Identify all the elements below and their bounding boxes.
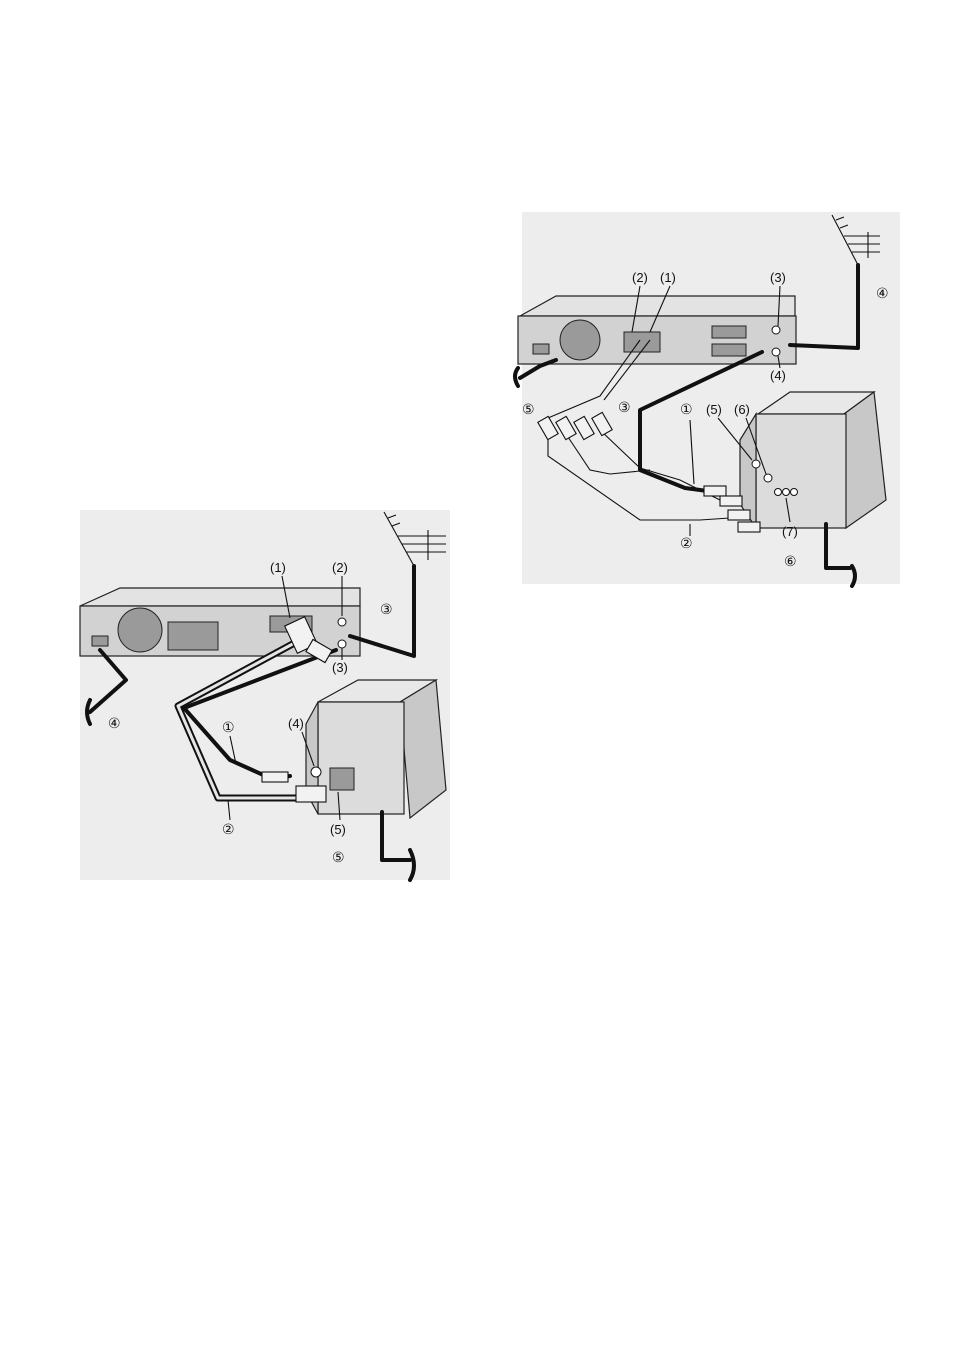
label-jack-5: (5) (706, 402, 722, 417)
label-cable-4: ④ (876, 286, 889, 302)
label-jack-4: (4) (288, 716, 304, 731)
label-cable-2: ② (222, 822, 235, 838)
label-jack-7: (7) (782, 524, 798, 539)
diagram-scart-connection: (1) (2) (3) (4) (5) ③ ④ ① ② ⑤ (80, 510, 450, 880)
label-jack-6: (6) (734, 402, 750, 417)
label-cable-3: ③ (618, 400, 631, 416)
label-jack-1: (1) (660, 270, 676, 285)
television (740, 392, 886, 528)
label-jack-4: (4) (770, 368, 786, 383)
label-cable-4: ④ (108, 716, 121, 732)
diagram-component-connection: (2) (1) (3) (4) (5) (6) (7) ④ ⑤ ③ ① ② ⑥ (515, 212, 900, 586)
label-cable-5: ⑤ (522, 402, 535, 418)
label-jack-1: (1) (270, 560, 286, 575)
television (306, 680, 446, 818)
label-jack-2: (2) (332, 560, 348, 575)
label-jack-3: (3) (332, 660, 348, 675)
label-cable-1: ① (222, 720, 235, 736)
label-cable-5: ⑤ (332, 850, 345, 866)
label-jack-5: (5) (330, 822, 346, 837)
label-cable-1: ① (680, 402, 693, 418)
label-jack-3: (3) (770, 270, 786, 285)
label-jack-2: (2) (632, 270, 648, 285)
label-cable-3: ③ (380, 602, 393, 618)
label-cable-2: ② (680, 536, 693, 552)
label-cable-6: ⑥ (784, 554, 797, 570)
